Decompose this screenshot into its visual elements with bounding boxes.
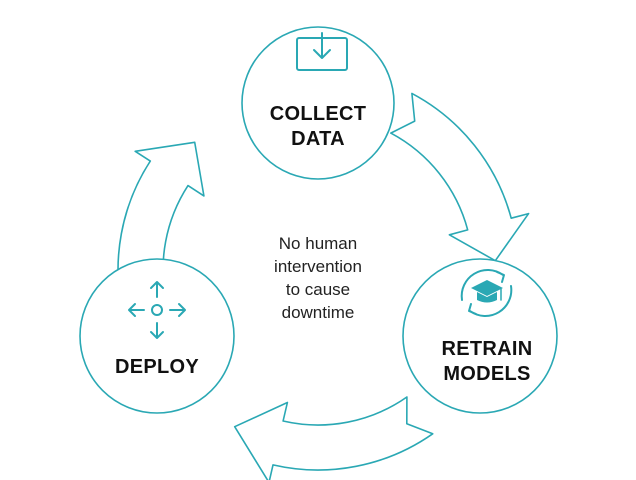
move-arrows-icon [128, 281, 186, 339]
collect-data-circle [241, 26, 395, 180]
retrain-label-line1: RETRAIN [442, 338, 533, 360]
collect-data-node: COLLECT DATA [241, 26, 395, 180]
collect-label-line1: COLLECT [270, 103, 367, 125]
arrow-collect-to-retrain [390, 92, 530, 262]
center-text-line2: intervention [274, 257, 362, 276]
retrain-label-line2: MODELS [443, 363, 530, 385]
deploy-label: DEPLOY [115, 356, 199, 378]
retrain-models-circle [402, 258, 558, 414]
center-text-line3: to cause [286, 280, 350, 299]
center-text-line1: No human [279, 234, 357, 253]
download-tray-icon [296, 32, 348, 71]
collect-label-line2: DATA [291, 128, 345, 150]
retrain-models-node: RETRAIN MODELS [402, 258, 558, 414]
graduation-cap-refresh-icon [460, 269, 513, 317]
arrow-retrain-to-deploy [233, 396, 434, 480]
center-statement: No human intervention to cause downtime [274, 234, 362, 322]
deploy-node: DEPLOY [79, 258, 235, 414]
center-text-line4: downtime [282, 303, 355, 322]
